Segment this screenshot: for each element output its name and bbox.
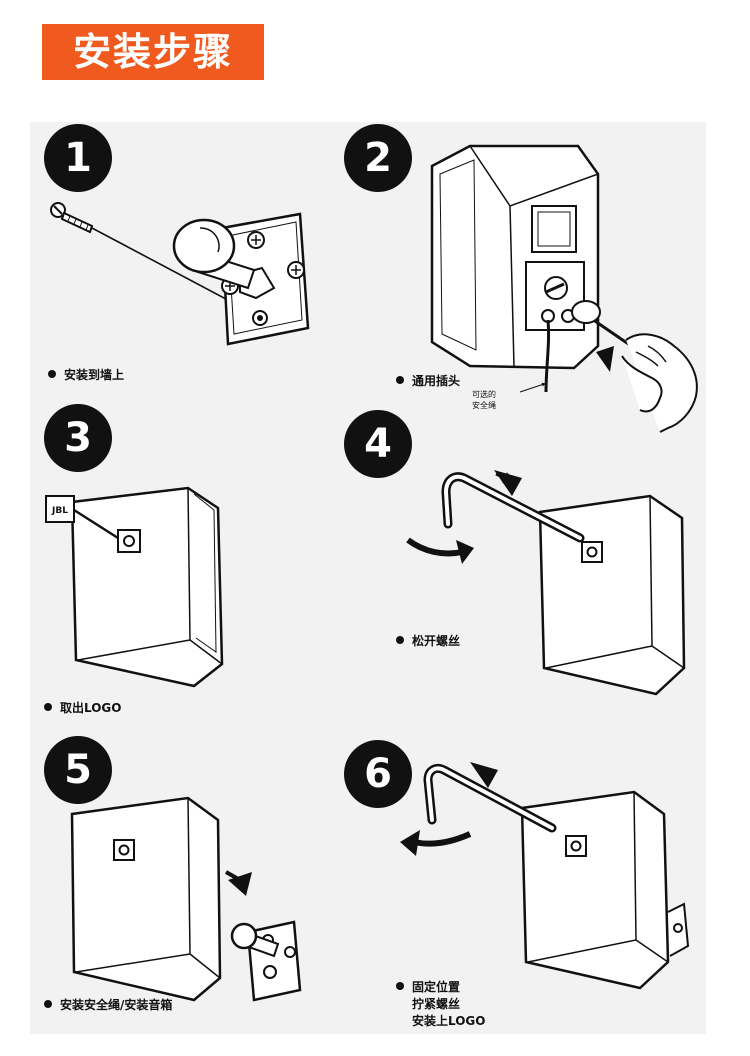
safety-rope-note-line2: 安全绳: [472, 401, 496, 410]
step6-caption-line1: 固定位置: [412, 980, 461, 994]
rotate-arrow-icon: [400, 830, 420, 856]
step3-caption-text: 取出LOGO: [60, 701, 122, 715]
step6-caption-line3: 安装上LOGO: [412, 1014, 486, 1028]
step3-illustration: JBL: [45, 486, 224, 688]
wall-bracket-icon: [230, 920, 302, 1002]
speaker-back-icon: [430, 144, 600, 370]
step-number-1: 1: [44, 124, 112, 192]
step5-illustration: [70, 796, 302, 1002]
step5-caption: 安装安全绳/安装音箱: [44, 997, 172, 1014]
bullet-icon: [48, 370, 56, 378]
safety-rope-note: 可选的 安全绳: [472, 389, 496, 411]
step4-caption: 松开螺丝: [396, 633, 460, 650]
allen-key-icon: [423, 763, 557, 833]
safety-rope-note-line1: 可选的: [472, 390, 496, 399]
speaker-front-icon: [538, 494, 686, 696]
step6-caption-line2: 拧紧螺丝: [412, 997, 461, 1011]
bullet-icon: [396, 636, 404, 644]
step6-caption: 固定位置 拧紧螺丝 安装上LOGO: [396, 979, 485, 1030]
step2-caption: 通用插头: [396, 373, 460, 390]
step4-illustration: [406, 470, 686, 696]
speaker-front-icon: [520, 790, 690, 990]
wall-bracket-icon: [172, 212, 310, 346]
allen-key-icon: [441, 472, 585, 543]
logo-text: JBL: [51, 506, 68, 516]
bullet-icon: [44, 1000, 52, 1008]
step3-caption: 取出LOGO: [44, 700, 121, 717]
page-title: 安装步骤: [42, 24, 264, 80]
step-number-2: 2: [344, 124, 412, 192]
step6-illustration: [400, 762, 690, 990]
rotate-arrow-icon: [456, 540, 474, 564]
step1-illustration: [50, 202, 310, 346]
step-number-5: 5: [44, 736, 112, 804]
logo-badge-icon: JBL: [45, 495, 119, 540]
step1-caption: 安装到墙上: [48, 367, 124, 384]
push-arrow-icon: [470, 762, 498, 788]
step-number-3: 3: [44, 404, 112, 472]
speaker-front-icon: [70, 796, 222, 1002]
step2-caption-text: 通用插头: [412, 374, 461, 388]
bullet-icon: [44, 703, 52, 711]
push-arrow-icon: [494, 470, 522, 496]
bullet-icon: [396, 982, 404, 990]
step5-caption-text: 安装安全绳/安装音箱: [60, 998, 173, 1012]
wall-screw-icon: [50, 202, 94, 234]
step4-caption-text: 松开螺丝: [412, 634, 461, 648]
step-number-6: 6: [344, 740, 412, 808]
bullet-icon: [396, 376, 404, 384]
step2-illustration: [430, 144, 698, 433]
step-number-4: 4: [344, 410, 412, 478]
down-arrow-icon: [596, 346, 614, 372]
hand-screwdriver-icon: [571, 300, 698, 433]
speaker-front-icon: [70, 486, 224, 688]
step1-caption-text: 安装到墙上: [64, 368, 125, 382]
